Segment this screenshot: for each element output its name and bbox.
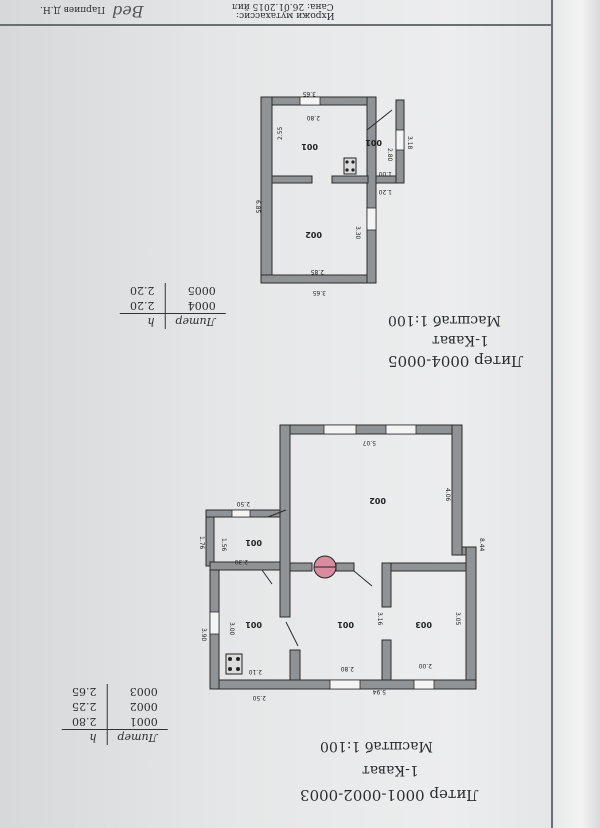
plan-a-dim-300: 3.00 (228, 622, 235, 636)
plan-a-dim-280: 2.80 (340, 665, 354, 672)
plan-b-labels: 001 001 002 3.65 2.80 2.55 6.85 3.30 2.8… (254, 90, 413, 296)
plan-a-dim-210: 2.10 (248, 668, 262, 675)
plan-a-dim-844: 8.44 (478, 538, 485, 552)
plan-a-wall-right-upper (451, 424, 463, 556)
paper-edge (552, 0, 600, 828)
plan-b-room-001: 001 (301, 142, 318, 151)
plan-b-dim-365-top: 3.65 (302, 90, 316, 97)
plan-b-dim-280: 2.80 (306, 114, 320, 121)
plan-a-door-swing-d (261, 569, 273, 585)
plan-a-room-003: 003 (415, 620, 432, 629)
plan-b-dim-285: 2.85 (310, 268, 324, 275)
plan-a-window-top-b (385, 424, 417, 435)
plan-a-window-top-a (323, 424, 357, 435)
plan-a-room-001-annex: 001 (245, 538, 262, 547)
plan-b-room-001-small: 001 (365, 138, 382, 147)
plan-a-dim-390: 3.90 (200, 628, 207, 642)
plan-b-windows (299, 96, 405, 231)
plan-b-partition-a (271, 175, 313, 184)
plan-a-wall-right-lower (465, 546, 477, 690)
plan-a-room-002: 002 (369, 496, 386, 505)
plan-a-partition-c (381, 562, 467, 572)
plan-b-room-002: 002 (305, 230, 322, 239)
plan-a-door-swing-a (285, 621, 299, 647)
plan-a-partition-a (289, 562, 313, 572)
plan-b-dim-255: 2.55 (277, 126, 284, 140)
plan-a-labels: 002 001 001 001 003 5.07 4.06 8.44 3.05 … (198, 439, 485, 701)
plan-a-wall-top (279, 424, 463, 435)
plan-a-dim-507: 5.07 (362, 439, 376, 446)
plan-b-dim-100: 1.00 (378, 170, 392, 177)
plan-a-dim-250-bottom: 2.50 (252, 694, 266, 701)
plan-a-dim-230: 2.30 (234, 558, 248, 565)
plan-a-windows (209, 424, 435, 690)
plan-a-dim-406: 4.06 (444, 488, 451, 502)
plan-b-dim-120: 1.20 (378, 188, 392, 195)
frame-border-top (0, 24, 552, 26)
plan-a-stove-icon (225, 653, 243, 675)
plan-a-door-swing-b (353, 570, 373, 587)
plan-b-wall-right (366, 96, 377, 284)
plan-b-window-right (366, 207, 377, 231)
plan-a-pillar-icon (313, 555, 337, 579)
plan-a-dim-250-top: 2.50 (236, 500, 250, 507)
plan-a-partition-e (381, 639, 392, 681)
plan-a-partition-f (289, 649, 301, 681)
plan-b-window-annex (395, 129, 405, 151)
plan-a-door-swing-c (267, 509, 287, 518)
plan-b-dim-330: 3.30 (354, 226, 361, 240)
plan-a-partition-b (335, 562, 355, 572)
plan-a-dim-305: 3.05 (454, 612, 461, 626)
plan-b-wall-left (260, 96, 273, 284)
plan-a-window-bottom-b (413, 679, 435, 690)
plan-a-dim-316-right: 3.16 (376, 612, 383, 626)
frame-border-right (551, 0, 553, 828)
plan-a-room-001-center: 001 (337, 620, 354, 629)
plan-a-window-left (209, 611, 220, 635)
plan-a-wall-left-main (279, 424, 291, 618)
plan-a-door-swings (261, 509, 373, 647)
plan-b-window-top (299, 96, 321, 106)
plan-b-partition-b (331, 175, 369, 184)
plan-b-dim-365-bottom: 3.65 (312, 289, 326, 296)
plan-a-window-annex (231, 509, 251, 518)
plan-a-dim-594: 5.94 (372, 688, 386, 695)
plan-a-wall-annex-bottom (209, 561, 281, 571)
plan-a-wall-annex-left (205, 509, 215, 567)
plan-a-dim-176: 1.76 (198, 536, 205, 550)
plan-b-dim-318: 3.18 (406, 136, 413, 150)
plan-a-partition-d (381, 562, 392, 608)
plan-a-window-bottom-a (329, 679, 361, 690)
plan-a-dim-200: 2.00 (418, 662, 432, 669)
plan-a-room-001-left: 001 (245, 620, 262, 629)
plan-b-stove-icon (343, 157, 357, 175)
plan-b-dim-280-annex: 2.80 (386, 148, 393, 162)
plan-a-walls (205, 424, 477, 690)
plan-b-dim-685: 6.85 (254, 200, 261, 214)
plan-b-door-swing (366, 109, 393, 131)
plan-a-dim-156: 1.56 (220, 538, 227, 552)
plan-b-wall-bottom (260, 274, 377, 284)
